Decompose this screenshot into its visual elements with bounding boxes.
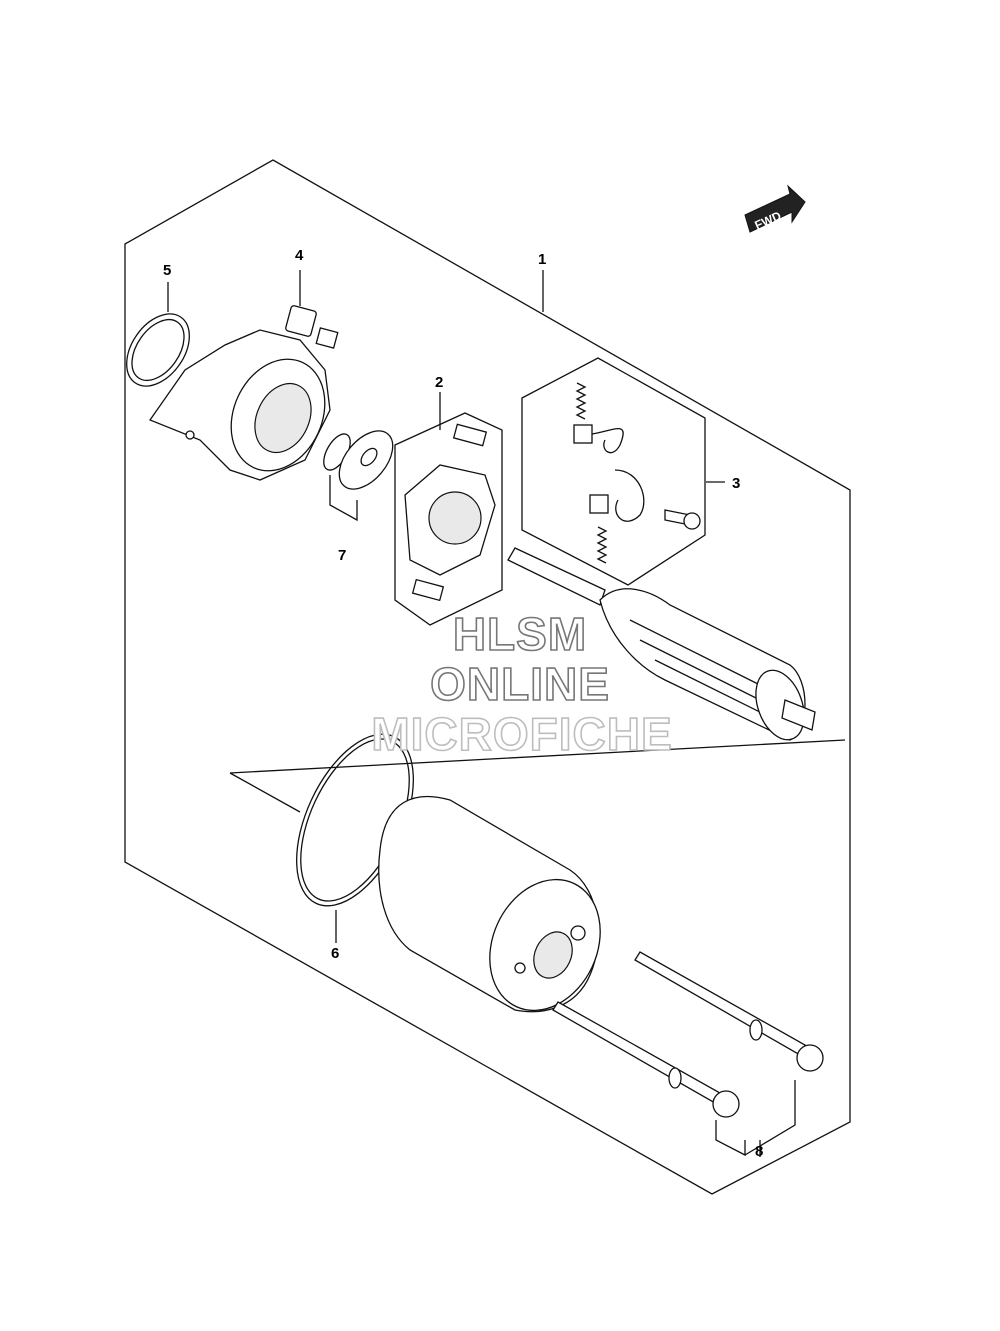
brush-holder-part (404, 392, 496, 602)
callout-8: 8 (755, 1143, 763, 1160)
assembly-outline (124, 159, 851, 1195)
callout-3: 3 (732, 475, 740, 492)
front-housing-part (148, 270, 339, 481)
division-line (229, 739, 846, 813)
yoke-part (378, 795, 601, 1013)
callout-4: 4 (295, 247, 304, 264)
brush-kit-box (521, 357, 706, 586)
brush-kit-part (573, 382, 701, 564)
fwd-arrow-icon: FWD (744, 184, 806, 233)
watermark-line-3: MICROFICHE (371, 708, 672, 760)
watermark-line-1: HLSM (453, 608, 587, 660)
armature-part (507, 547, 816, 741)
callout-2: 2 (435, 374, 443, 391)
watermark-line-2: ONLINE (430, 658, 610, 710)
callout-5: 5 (163, 262, 171, 279)
washer-part (323, 430, 394, 522)
bolt-part (552, 951, 824, 1157)
callout-6: 6 (331, 945, 339, 962)
o-ring-part (126, 313, 190, 387)
callout-1: 1 (538, 251, 546, 268)
callout-7: 7 (338, 547, 346, 564)
brush-holder-box (394, 412, 503, 626)
